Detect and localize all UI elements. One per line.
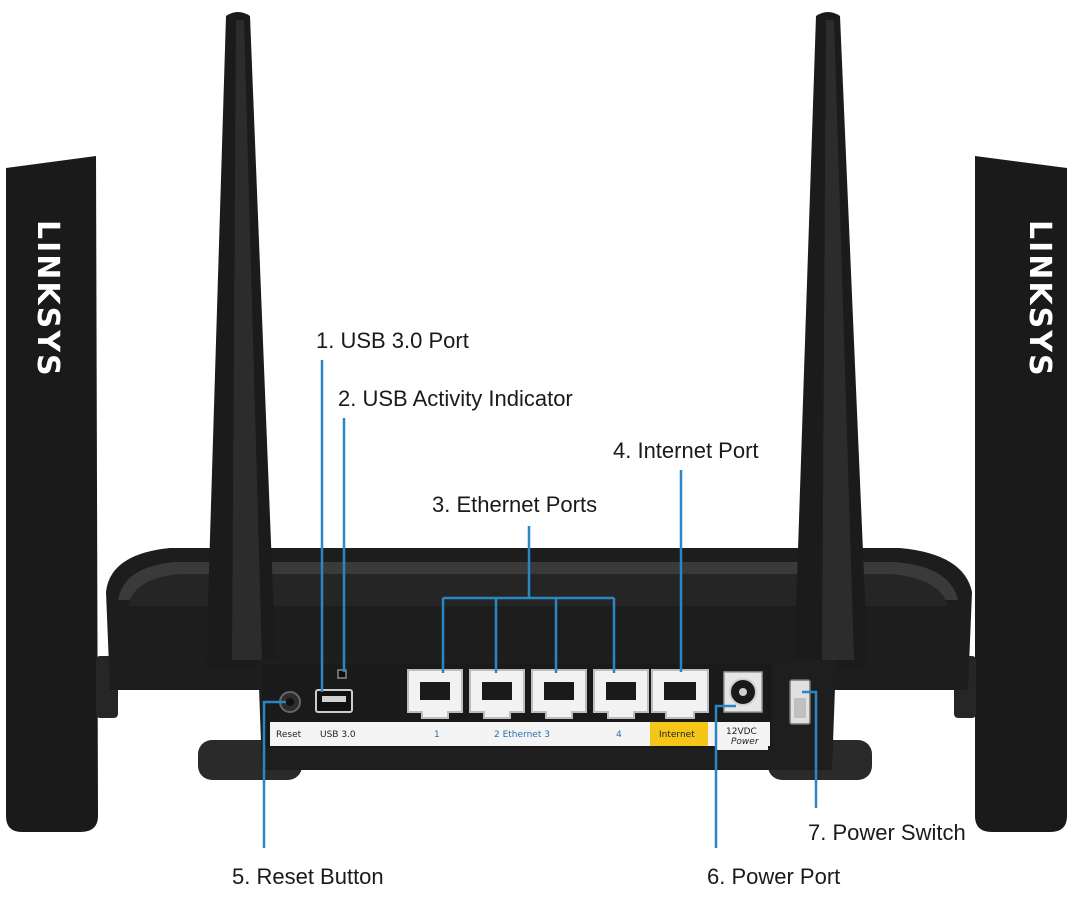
right-fin: LINKSYS xyxy=(975,156,1067,832)
leader-power-switch xyxy=(802,690,818,808)
usb-activity-led xyxy=(337,669,347,679)
panel-label-internet: Internet xyxy=(659,730,695,740)
callout-usb-activity: 2. USB Activity Indicator xyxy=(338,386,573,411)
leader-ethernet xyxy=(441,526,616,673)
panel-label-power-voltage: 12VDC xyxy=(726,727,757,737)
left-antenna xyxy=(206,12,276,668)
panel-label-eth1: 1 xyxy=(434,730,440,740)
callout-power-port: 6. Power Port xyxy=(707,864,840,889)
leader-power-port xyxy=(714,704,736,848)
panel-label-power-word: Power xyxy=(731,737,760,747)
callout-reset-button: 5. Reset Button xyxy=(232,864,384,889)
panel-label-reset: Reset xyxy=(276,730,302,740)
callout-ethernet-ports: 3. Ethernet Ports xyxy=(432,492,597,517)
internet-label-bg xyxy=(650,722,708,746)
logo-right: LINKSYS xyxy=(1022,220,1057,378)
callout-power-switch: 7. Power Switch xyxy=(808,820,966,845)
left-fin: LINKSYS xyxy=(6,156,98,832)
callout-usb-port: 1. USB 3.0 Port xyxy=(316,328,469,353)
callout-internet-port: 4. Internet Port xyxy=(613,438,759,463)
panel-label-usb: USB 3.0 xyxy=(320,730,356,740)
leader-reset xyxy=(262,700,286,848)
leader-lines xyxy=(262,360,818,848)
right-antenna xyxy=(794,12,868,668)
panel-label-eth23: 2 Ethernet 3 xyxy=(494,730,550,740)
panel-label-eth4: 4 xyxy=(616,730,622,740)
logo-left: LINKSYS xyxy=(30,220,65,378)
rear-panel xyxy=(258,660,836,770)
